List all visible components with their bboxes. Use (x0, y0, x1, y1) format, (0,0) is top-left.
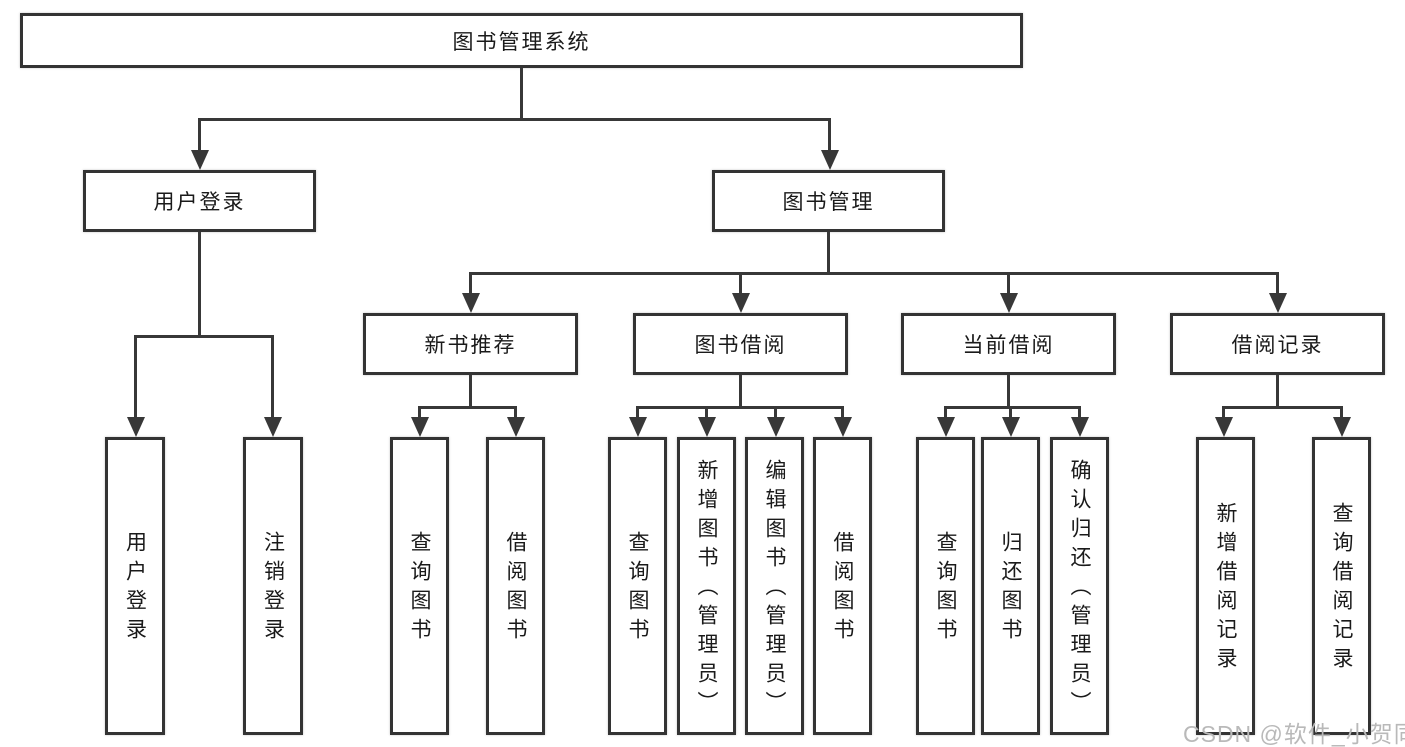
leaf-bb-query-book: 查询图书 (608, 437, 667, 735)
connector-bookborrow-branch (636, 406, 844, 409)
node-book-mgmt: 图书管理 (712, 170, 945, 232)
connector-root-stub (520, 68, 523, 118)
node-borrow-record: 借阅记录 (1170, 313, 1385, 375)
node-book-borrow: 图书借阅 (633, 313, 848, 375)
connector-borrowrecord-stub (1276, 375, 1279, 406)
leaf-rec-borrow-book: 借阅图书 (486, 437, 545, 735)
node-user-login: 用户登录 (83, 170, 316, 232)
arrow-to-cb-confirm (1078, 406, 1081, 417)
arrow-to-new-book-rec (469, 272, 472, 293)
arrow-to-book-mgmt (828, 118, 831, 150)
connector-userlogin-branch (134, 335, 274, 338)
arrow-to-leaf-logout (271, 335, 274, 417)
arrow-to-bb-query (636, 406, 639, 417)
arrow-to-bb-edit (774, 406, 777, 417)
arrow-to-rec-borrow (514, 406, 517, 417)
leaf-bb-borrow-book: 借阅图书 (813, 437, 872, 735)
arrow-to-bb-borrow (841, 406, 844, 417)
node-root: 图书管理系统 (20, 13, 1023, 68)
leaf-user-login: 用户登录 (105, 437, 165, 735)
leaf-br-add-record: 新增借阅记录 (1196, 437, 1255, 735)
leaf-logout: 注销登录 (243, 437, 303, 735)
arrow-to-cb-query (944, 406, 947, 417)
leaf-rec-query-book: 查询图书 (390, 437, 449, 735)
leaf-bb-edit-book-admin: 编辑图书（管理员） (745, 437, 804, 735)
node-current-borrow: 当前借阅 (901, 313, 1116, 375)
arrow-to-borrow-record (1276, 272, 1279, 293)
connector-root-branch (198, 118, 830, 121)
arrow-to-br-query (1340, 406, 1343, 417)
arrow-to-user-login (198, 118, 201, 150)
arrow-to-book-borrow (739, 272, 742, 293)
connector-currentborrow-branch (944, 406, 1081, 409)
leaf-cb-confirm-return-admin: 确认归还（管理员） (1050, 437, 1109, 735)
connector-bookmgmt-stub (827, 232, 830, 272)
connector-bookborrow-stub (739, 375, 742, 406)
connector-newbookrec-stub (469, 375, 472, 406)
leaf-bb-add-book-admin: 新增图书（管理员） (677, 437, 736, 735)
arrow-to-bb-add (705, 406, 708, 417)
connector-newbookrec-branch (418, 406, 517, 409)
arrow-to-current-borrow (1007, 272, 1010, 293)
leaf-cb-query-book: 查询图书 (916, 437, 975, 735)
leaf-br-query-record: 查询借阅记录 (1312, 437, 1371, 735)
connector-currentborrow-stub (1007, 375, 1010, 406)
arrow-to-br-add (1222, 406, 1225, 417)
node-new-book-rec: 新书推荐 (363, 313, 578, 375)
arrow-to-rec-query (418, 406, 421, 417)
arrow-to-cb-return (1009, 406, 1012, 417)
arrow-to-leaf-login (134, 335, 137, 417)
connector-borrowrecord-branch (1222, 406, 1342, 409)
csdn-watermark: CSDN @软件_小贺同学 (1183, 721, 1405, 747)
connector-bookmgmt-branch (469, 272, 1279, 275)
connector-userlogin-stub (198, 232, 201, 335)
leaf-cb-return-book: 归还图书 (981, 437, 1040, 735)
